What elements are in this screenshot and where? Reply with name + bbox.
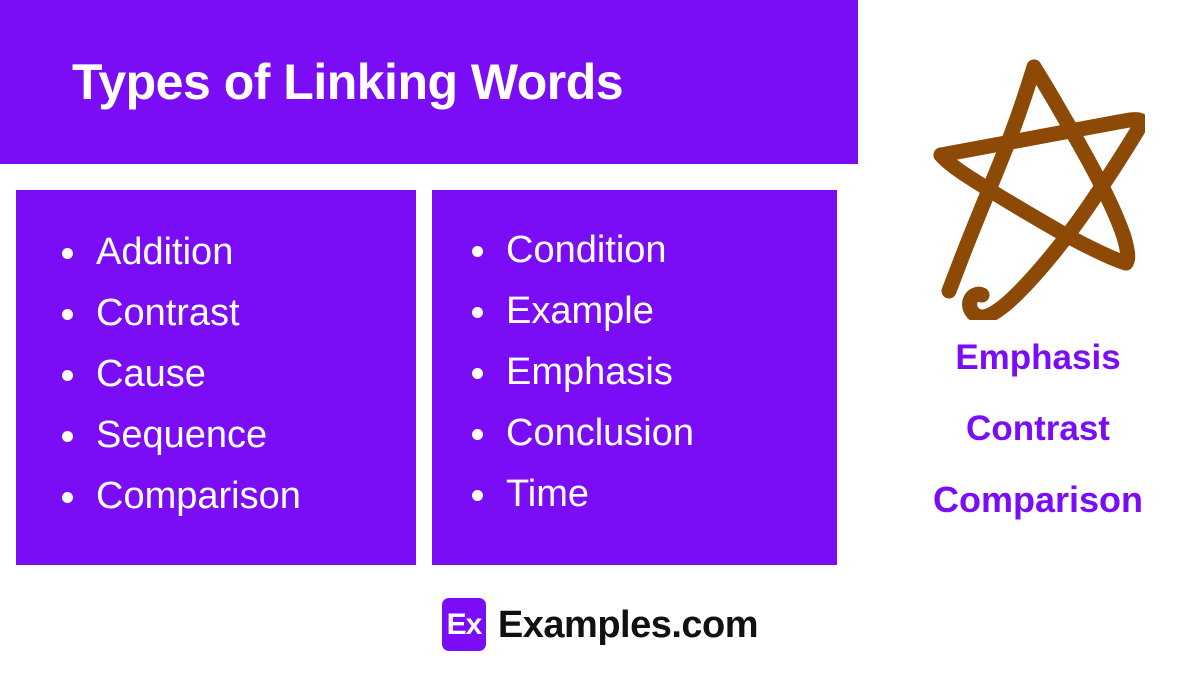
bullet-dot-icon [472,490,483,501]
side-keyword: Emphasis [955,338,1121,377]
list-item-label: Time [506,473,590,515]
bullet-dot-icon [62,431,73,442]
side-keywords-group: Emphasis Contrast Comparison [880,340,1196,518]
examples-logo-text: Examples.com [497,603,759,646]
list-item-label: Example [506,290,654,332]
bullet-dot-icon [472,368,483,379]
bullet-dot-icon [62,370,73,381]
list-item: Contrast [50,283,416,344]
linking-words-list-right: Condition Example Emphasis Conclusion Ti… [460,220,837,525]
linking-words-list-left: Addition Contrast Cause Sequence Compari… [50,222,416,527]
list-item-label: Contrast [96,292,240,334]
list-item-label: Cause [96,353,206,395]
list-item: Sequence [50,405,416,466]
list-item-label: Sequence [96,414,268,456]
list-item-label: Conclusion [506,412,694,454]
list-item-label: Condition [506,229,667,271]
list-item: Addition [50,222,416,283]
bullet-dot-icon [472,307,483,318]
list-item: Time [460,464,837,525]
list-item: Conclusion [460,403,837,464]
linking-words-panel-left: Addition Contrast Cause Sequence Compari… [16,190,416,565]
hand-drawn-star-doodle-icon [930,45,1150,325]
side-keyword: Comparison [932,479,1144,520]
linking-words-panel-right: Condition Example Emphasis Conclusion Ti… [432,190,837,565]
bullet-dot-icon [62,248,73,259]
brand-footer[interactable]: Ex Examples.com [0,598,1200,651]
list-item: Comparison [50,466,416,527]
bullet-dot-icon [62,309,73,320]
bullet-dot-icon [472,429,483,440]
list-item-label: Comparison [96,475,301,517]
list-item: Emphasis [460,342,837,403]
examples-logo-mark: Ex [441,598,486,651]
list-item: Condition [460,220,837,281]
list-item: Cause [50,344,416,405]
list-item: Example [460,281,837,342]
header-banner: Types of Linking Words [0,0,858,164]
bullet-dot-icon [62,492,73,503]
list-item-label: Addition [96,231,234,273]
page-title: Types of Linking Words [72,54,624,110]
side-keyword: Contrast [966,409,1110,448]
list-item-label: Emphasis [506,351,673,393]
bullet-dot-icon [472,246,483,257]
